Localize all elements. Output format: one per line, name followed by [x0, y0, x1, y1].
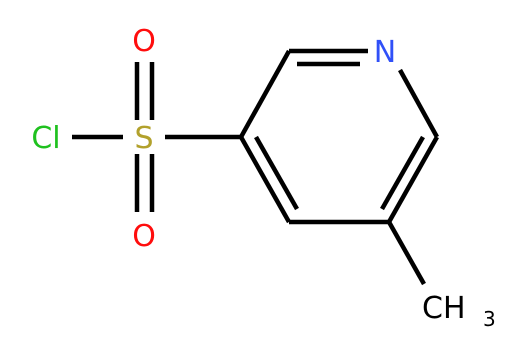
sulfur-label: S: [134, 121, 153, 156]
bond-c3-c4-inner: [254, 135, 299, 211]
chlorine-label: Cl: [31, 121, 60, 156]
methyl-subscript: 3: [483, 307, 496, 331]
oxygen-bottom-label: O: [132, 219, 156, 254]
nitrogen-label: N: [374, 35, 396, 70]
bond-c5-c6-inner: [380, 135, 425, 211]
bond-c6-n: [398, 68, 439, 139]
bond-c5-c6: [387, 135, 439, 224]
methyl-label: CH: [422, 291, 466, 326]
bond-c2-c3: [239, 49, 291, 139]
bond-c5-methyl: [387, 220, 426, 286]
oxygen-top-label: O: [132, 24, 156, 59]
bonds: [72, 48, 439, 286]
atom-labels: N O S Cl O CH 3: [31, 24, 495, 331]
bond-c3-c4: [239, 135, 291, 224]
